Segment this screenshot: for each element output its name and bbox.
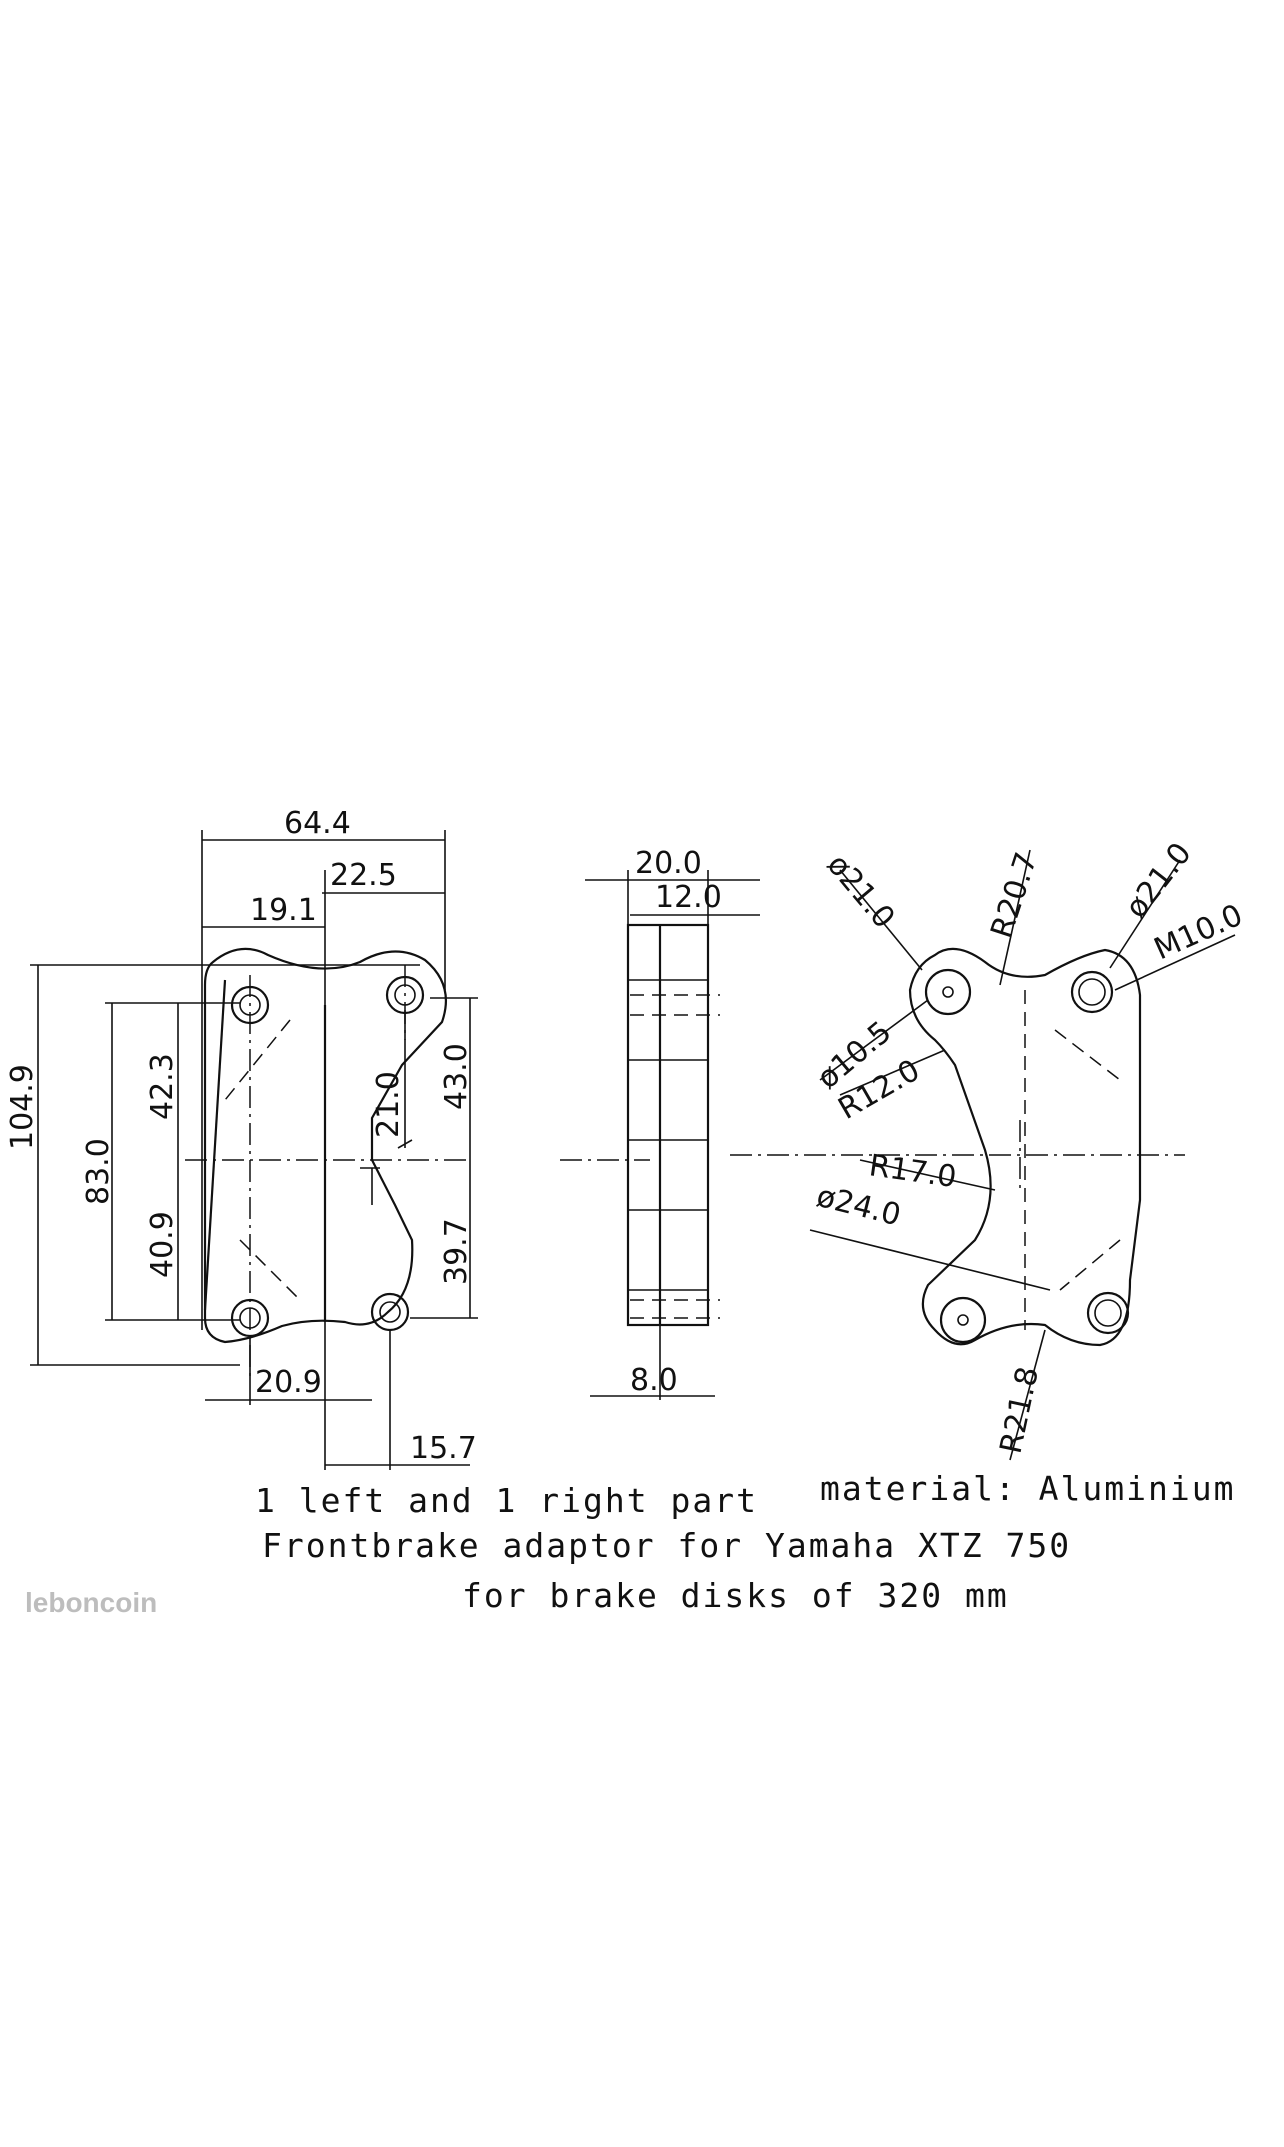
dim-hole-offset-left: 19.1 xyxy=(250,893,317,928)
dim-hole-dia-left: ø21.0 xyxy=(820,848,902,936)
watermark-logo: leboncoin xyxy=(25,1587,157,1618)
front-hidden-2 xyxy=(239,1239,301,1301)
dim-upper-right: 43.0 xyxy=(439,1043,474,1110)
rear-hole-bottom-left xyxy=(939,1296,987,1344)
dim-bottom-left: 20.9 xyxy=(255,1365,322,1400)
front-hole-bottom-right-inner xyxy=(379,1301,401,1323)
rear-hole-bottom-left-center xyxy=(957,1314,969,1326)
dim-hole-offset-right: 22.5 xyxy=(330,858,397,893)
side-view: 20.0 12.0 8.0 xyxy=(560,846,760,1400)
dim-thread: M10.0 xyxy=(1149,898,1248,968)
dim-lower-radius: R21.8 xyxy=(994,1364,1046,1457)
notes: 1 left and 1 right part material: Alumin… xyxy=(255,1469,1236,1615)
side-plate xyxy=(626,923,710,1327)
rear-hole-top-right xyxy=(1070,970,1114,1014)
dim-overall-height: 104.9 xyxy=(5,1064,40,1150)
front-hidden-1 xyxy=(224,1019,291,1101)
rear-hidden-1 xyxy=(1054,1029,1121,1081)
rear-view-outline xyxy=(908,947,1142,1347)
dim-overall-width: 64.4 xyxy=(284,806,351,841)
rear-view: ø21.0 R20.7 ø21.0 M10.0 ø10.5 R12.0 R17.… xyxy=(730,836,1248,1461)
note-title: Frontbrake adaptor for Yamaha XTZ 750 xyxy=(262,1526,1071,1565)
note-quantity: 1 left and 1 right part xyxy=(255,1481,758,1520)
note-subtitle: for brake disks of 320 mm xyxy=(462,1576,1009,1615)
dim-hole-dia-right: ø21.0 xyxy=(1119,836,1199,925)
dim-plate-thickness: 8.0 xyxy=(630,1363,678,1398)
dim-lower-right: 39.7 xyxy=(439,1218,474,1285)
dim-step-thickness: 12.0 xyxy=(655,880,722,915)
note-material: material: Aluminium xyxy=(820,1469,1236,1508)
rear-hole-top-right-thread xyxy=(1078,978,1106,1006)
dim-lower-left: 40.9 xyxy=(145,1211,180,1278)
front-view-outline xyxy=(203,947,447,1344)
rear-hole-top-left xyxy=(924,968,972,1016)
rear-hidden-2 xyxy=(1059,1239,1121,1291)
rear-hole-top-left-center xyxy=(942,986,954,998)
dim-upper-left: 42.3 xyxy=(145,1053,180,1120)
dim-boss-radius: R20.7 xyxy=(984,848,1044,942)
dim-bottom-offset: 15.7 xyxy=(410,1431,477,1466)
rear-hole-bottom-right-thread xyxy=(1094,1299,1122,1327)
dim-hole-spacing-left: 83.0 xyxy=(81,1138,116,1205)
dim-slot-width: 21.0 xyxy=(371,1071,406,1138)
rear-hole-bottom-right xyxy=(1086,1291,1130,1335)
dim-total-thickness: 20.0 xyxy=(635,846,702,881)
front-left-edge xyxy=(203,979,227,1311)
front-view: 64.4 22.5 19.1 104.9 83.0 42.3 40.9 21.0 xyxy=(5,806,478,1470)
dim-lower-hole-dia: ø24.0 xyxy=(813,1179,904,1234)
front-hole-bottom-right xyxy=(370,1292,410,1332)
